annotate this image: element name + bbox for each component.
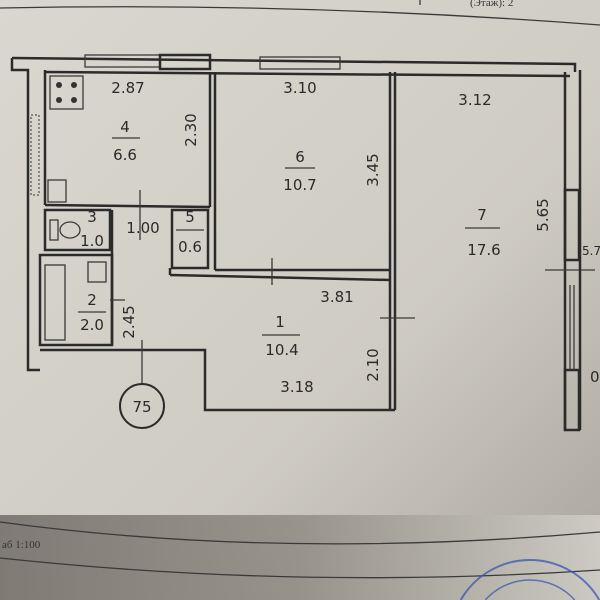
- stove-icon: [49, 75, 84, 110]
- dim-room2-depth: 2.45: [120, 305, 138, 338]
- dim-room7-depth: 5.65: [534, 198, 552, 231]
- room-6-area: 10.7: [283, 176, 316, 194]
- footer-line: [0, 557, 600, 579]
- room-3-number: 3: [87, 208, 97, 226]
- dim-hall-width: 3.81: [320, 288, 353, 306]
- dim-bath-width: 1.00: [126, 219, 159, 237]
- room-5-number: 5: [185, 208, 195, 226]
- footer-line: [0, 521, 600, 545]
- room-1-number: 1: [275, 313, 285, 331]
- dim-outer-right-bottom: 0: [590, 368, 600, 386]
- dim-kitchen-width: 2.87: [111, 79, 144, 97]
- dim-outer-right: 5.7: [582, 244, 600, 258]
- room-6-number: 6: [295, 148, 305, 166]
- room-7-area: 17.6: [467, 241, 500, 259]
- header-line: [0, 6, 600, 26]
- dim-kitchen-depth: 2.30: [182, 113, 200, 146]
- bathtub-icon: [44, 264, 66, 341]
- room-2-area: 2.0: [80, 316, 104, 334]
- room-3-area: 1.0: [80, 232, 104, 250]
- official-stamp: [459, 559, 600, 600]
- room-1-area: 10.4: [265, 341, 298, 359]
- room-4-number: 4: [120, 118, 130, 136]
- room-2-number: 2: [87, 291, 97, 309]
- room-5-area: 0.6: [178, 238, 202, 256]
- marker-circle: [119, 383, 165, 429]
- dimension-lines: [110, 190, 595, 385]
- shadow: [0, 515, 600, 600]
- dim-room6-depth: 3.45: [364, 153, 382, 186]
- marker-label: 75: [132, 398, 151, 416]
- toilet-icon: [49, 219, 81, 241]
- dim-hall-depth: 2.10: [364, 348, 382, 381]
- sink-icon: [47, 179, 67, 203]
- washbasin-icon: [87, 261, 107, 283]
- dim-room7-width: 3.12: [458, 91, 491, 109]
- room-7-number: 7: [477, 206, 487, 224]
- dim-hall-bottom: 3.18: [280, 378, 313, 396]
- dim-room6-width: 3.10: [283, 79, 316, 97]
- walls: [10, 53, 582, 432]
- scale-label: аб 1:100: [2, 539, 41, 551]
- room-4-area: 6.6: [113, 146, 137, 164]
- floor-label: (Этаж): 2: [470, 0, 513, 9]
